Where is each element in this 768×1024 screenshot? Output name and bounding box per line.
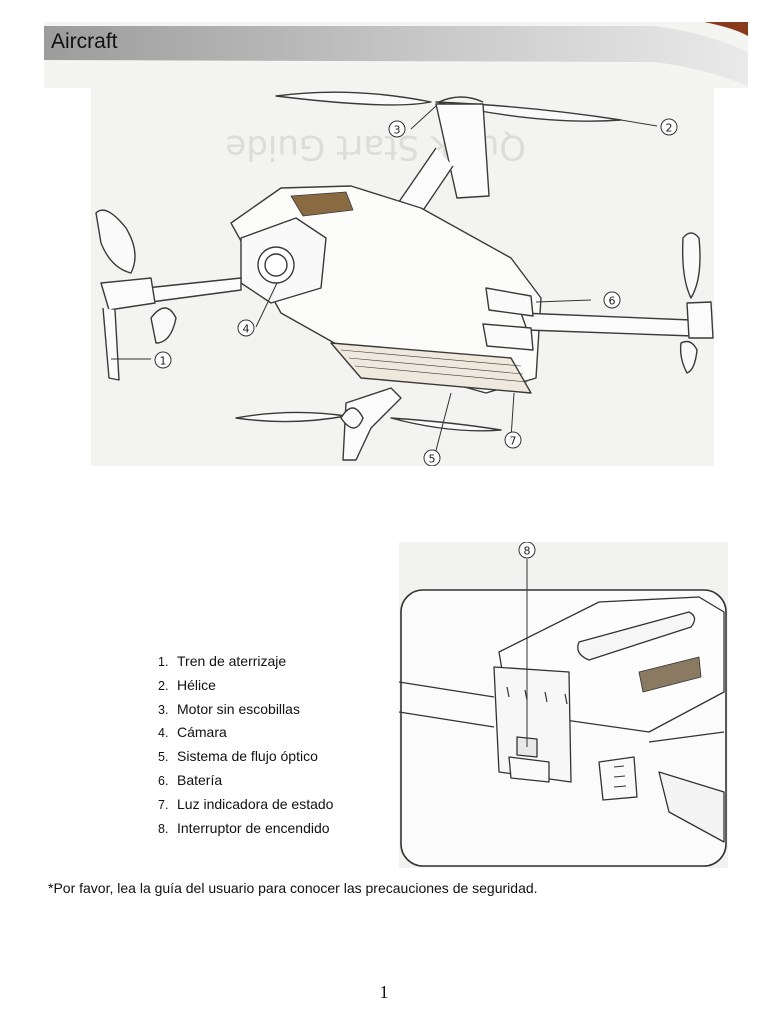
page-title: Aircraft (51, 30, 118, 54)
part-number: 4. (158, 722, 177, 746)
parts-list-item: 4.Cámara (158, 721, 333, 745)
part-label: Tren de aterrizaje (177, 653, 286, 669)
parts-list: 1.Tren de aterrizaje 2.Hélice 3.Motor si… (158, 650, 333, 840)
parts-list-item: 5.Sistema de flujo óptico (158, 745, 333, 769)
drone-illustration: Quick Start Guide (91, 88, 714, 466)
callout-1: 1 (160, 355, 167, 368)
callout-4: 4 (243, 323, 250, 336)
parts-list-item: 7.Luz indicadora de estado (158, 793, 333, 817)
header-banner (44, 22, 748, 88)
callout-8: 8 (524, 545, 531, 558)
parts-list-item: 3.Motor sin escobillas (158, 698, 333, 722)
parts-list-item: 2.Hélice (158, 674, 333, 698)
parts-list-item: 6.Batería (158, 769, 333, 793)
parts-list-item: 1.Tren de aterrizaje (158, 650, 333, 674)
part-label: Motor sin escobillas (177, 701, 300, 717)
power-switch-illustration: 8 (399, 542, 728, 868)
part-label: Batería (177, 772, 222, 788)
callout-3: 3 (394, 124, 401, 137)
part-label: Cámara (177, 724, 227, 740)
parts-list-item: 8.Interruptor de encendido (158, 817, 333, 841)
part-label: Interruptor de encendido (177, 820, 330, 836)
part-number: 6. (158, 770, 177, 794)
part-number: 5. (158, 746, 177, 770)
part-number: 8. (158, 818, 177, 842)
part-number: 7. (158, 794, 177, 818)
part-label: Luz indicadora de estado (177, 796, 333, 812)
callout-6: 6 (609, 295, 616, 308)
part-number: 1. (158, 651, 177, 675)
callout-5: 5 (429, 453, 436, 466)
page-number: 1 (0, 982, 768, 1003)
part-label: Sistema de flujo óptico (177, 748, 318, 764)
part-number: 2. (158, 675, 177, 699)
callout-2: 2 (666, 122, 673, 135)
part-number: 3. (158, 699, 177, 723)
part-label: Hélice (177, 677, 216, 693)
callout-7: 7 (510, 435, 517, 448)
safety-note: *Por favor, lea la guía del usuario para… (48, 880, 538, 896)
